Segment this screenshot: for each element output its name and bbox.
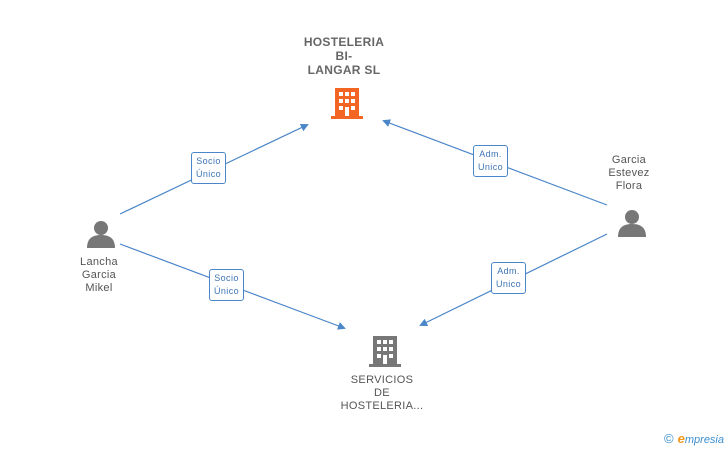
brand-logo[interactable]: empresia <box>678 431 724 446</box>
node-label-hosteleria-bi-langar[interactable]: HOSTELERIA BI- LANGAR SL <box>303 35 385 77</box>
person-icon[interactable] <box>617 208 647 238</box>
footer-branding: © empresia <box>664 431 724 446</box>
edge-label-adm-unico[interactable]: Adm. Unico <box>491 262 527 294</box>
building-icon[interactable] <box>369 334 401 368</box>
brand-initial: e <box>677 431 685 446</box>
edge-label-socio-unico[interactable]: Socio Único <box>191 152 227 184</box>
node-label-garcia-estevez-flora[interactable]: Garcia Estevez Flora <box>608 154 650 192</box>
node-label-servicios-hosteleria[interactable]: SERVICIOS DE HOSTELERIA... <box>340 374 424 412</box>
brand-name: mpresia <box>684 434 724 446</box>
edge-label-socio-unico[interactable]: Socio Único <box>209 269 245 301</box>
edge-label-adm-unico[interactable]: Adm. Unico <box>473 145 509 177</box>
copyright-icon: © <box>664 431 674 446</box>
building-icon[interactable] <box>331 86 363 120</box>
person-icon[interactable] <box>86 219 116 249</box>
node-label-lancha-garcia-mikel[interactable]: Lancha Garcia Mikel <box>80 256 118 294</box>
